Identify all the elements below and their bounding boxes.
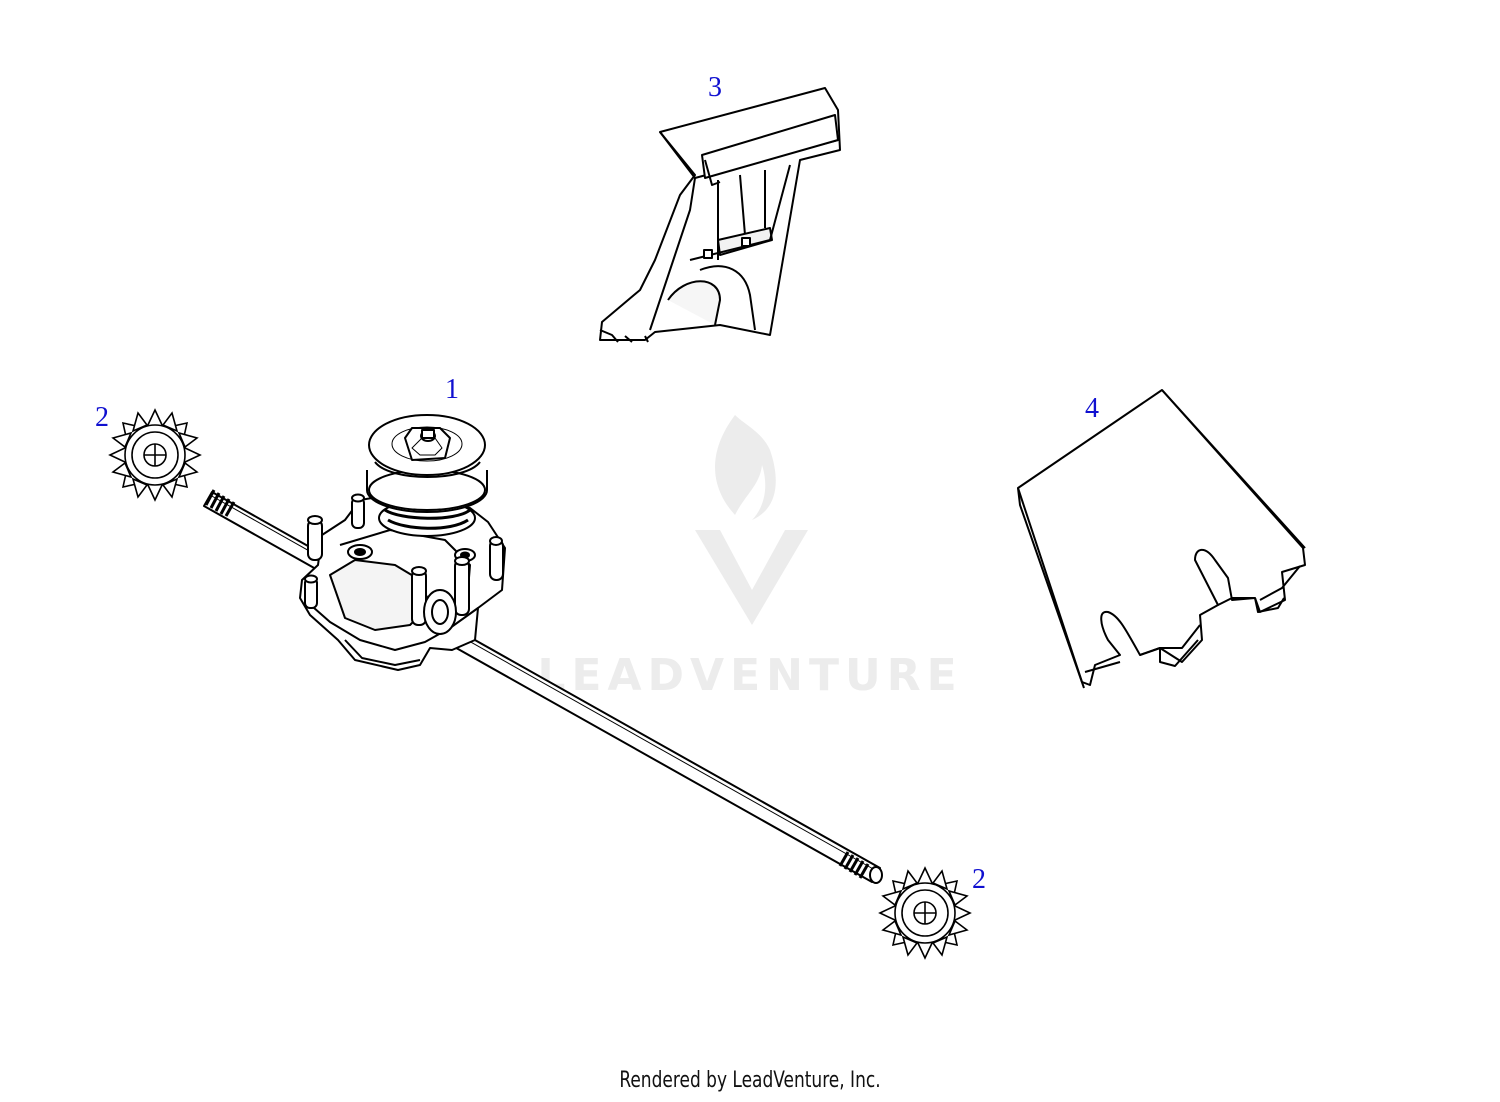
callout-2-right[interactable]: 2: [972, 864, 986, 895]
part-2-retainer-right[interactable]: [879, 867, 971, 959]
watermark-text: LEADVENTURE: [537, 650, 963, 701]
callout-4[interactable]: 4: [1085, 393, 1099, 424]
callout-2-left[interactable]: 2: [95, 402, 109, 433]
gearbox-housing: [299, 493, 506, 671]
part-2-retainer-left[interactable]: [108, 408, 202, 502]
callout-1[interactable]: 1: [445, 374, 459, 405]
footer-credit: Rendered by LeadVenture, Inc.: [619, 1068, 881, 1093]
axle-shaft: [203, 489, 883, 884]
drive-pulley: [366, 414, 488, 537]
part-4-plate[interactable]: [1017, 389, 1306, 689]
part-1-transmission[interactable]: [203, 414, 883, 884]
leadventure-flame-logo-icon: [695, 415, 808, 625]
part-3-bracket[interactable]: [599, 87, 841, 343]
callout-3[interactable]: 3: [708, 72, 722, 103]
